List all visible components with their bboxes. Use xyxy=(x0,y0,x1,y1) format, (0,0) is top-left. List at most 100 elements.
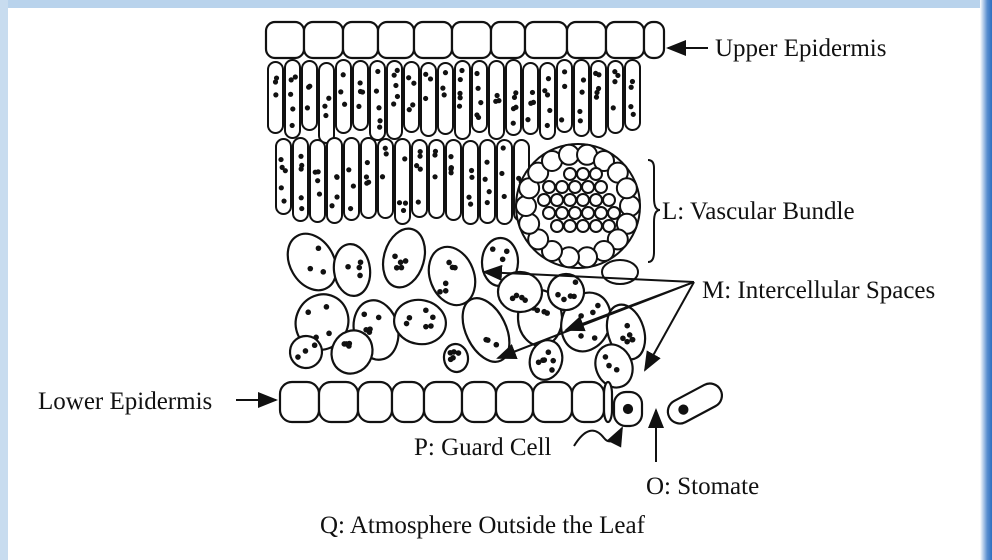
lower-epidermis-cell xyxy=(604,382,612,422)
xylem-cell xyxy=(564,194,576,206)
chloroplast xyxy=(281,198,286,203)
chloroplast xyxy=(474,112,479,117)
chloroplast xyxy=(577,109,582,114)
xylem-cell xyxy=(590,194,602,206)
chloroplast xyxy=(440,86,445,91)
chloroplast xyxy=(546,349,552,355)
chloroplast xyxy=(326,96,331,101)
chloroplast xyxy=(306,85,311,90)
xylem-cell xyxy=(551,194,563,206)
xylem-cell xyxy=(569,181,581,193)
chloroplast xyxy=(298,154,303,159)
chloroplast xyxy=(289,77,294,82)
chloroplast xyxy=(595,303,601,309)
palisade-cell xyxy=(327,138,342,223)
chloroplast xyxy=(469,175,474,180)
xylem-cell xyxy=(590,168,602,180)
xylem-cell xyxy=(595,207,607,219)
chloroplast xyxy=(273,92,278,97)
chloroplast xyxy=(629,85,634,90)
chloroplast xyxy=(581,77,586,82)
intercellular-spaces-label: M: Intercellular Spaces xyxy=(702,278,935,303)
palisade-layer-upper xyxy=(268,60,640,143)
xylem-cell xyxy=(577,168,589,180)
chloroplast xyxy=(458,77,463,82)
palisade-cell xyxy=(497,140,512,224)
chloroplast xyxy=(432,174,437,179)
xylem-cell xyxy=(564,168,576,180)
lower-epidermis-cell xyxy=(392,382,424,422)
chloroplast xyxy=(487,189,492,194)
lower-epidermis-cell xyxy=(572,382,604,422)
chloroplast xyxy=(402,156,407,161)
chloroplast xyxy=(627,332,633,338)
chloroplast xyxy=(290,123,295,128)
xylem-cell xyxy=(556,181,568,193)
chloroplast xyxy=(315,178,320,183)
chloroplast xyxy=(351,183,356,188)
epidermis-cell xyxy=(491,22,525,58)
stomate-label: O: Stomate xyxy=(646,474,759,499)
chloroplast xyxy=(628,104,633,109)
chloroplast xyxy=(307,266,313,272)
lower-epidermis-cell xyxy=(319,382,358,422)
chloroplast xyxy=(323,113,328,118)
bundle-outer-cell xyxy=(602,260,638,284)
chloroplast xyxy=(555,292,561,298)
chloroplast xyxy=(398,260,404,266)
chloroplast xyxy=(547,108,552,113)
chloroplast xyxy=(365,160,370,165)
xylem-cell xyxy=(556,207,568,219)
palisade-cell xyxy=(446,140,461,220)
chloroplast xyxy=(324,304,330,310)
chloroplast xyxy=(542,88,547,93)
chloroplast xyxy=(299,166,304,171)
epidermis-cell xyxy=(304,22,343,58)
chloroplast xyxy=(411,81,416,86)
chloroplast xyxy=(458,95,463,100)
xylem-cell xyxy=(582,181,594,193)
epidermis-cell xyxy=(414,22,452,58)
chloroplast xyxy=(466,195,471,200)
chloroplast xyxy=(423,96,428,101)
chloroplast xyxy=(364,174,369,179)
palisade-cell xyxy=(472,61,487,132)
chloroplast xyxy=(329,203,334,208)
epidermis-cell xyxy=(343,22,378,58)
xylem-cell xyxy=(590,220,602,232)
chloroplast xyxy=(358,259,364,265)
chloroplast xyxy=(549,367,555,373)
chloroplast xyxy=(356,265,362,271)
chloroplast xyxy=(341,341,347,347)
chloroplast xyxy=(377,118,382,123)
chloroplast xyxy=(573,279,579,285)
chloroplast xyxy=(430,314,436,320)
chloroplast xyxy=(290,106,295,111)
chloroplast xyxy=(357,273,363,279)
chloroplast xyxy=(326,331,332,337)
stomate-guard-cells xyxy=(614,379,726,427)
chloroplast xyxy=(448,350,454,356)
chloroplast xyxy=(403,201,408,206)
chloroplast xyxy=(395,94,400,99)
chloroplast xyxy=(592,335,598,341)
xylem-cell xyxy=(543,207,555,219)
chloroplast xyxy=(404,321,410,327)
chloroplast xyxy=(562,84,567,89)
lower-epidermis-cell xyxy=(358,382,392,422)
sheath-cell xyxy=(577,247,597,267)
lower-epidermis-cell xyxy=(280,382,319,422)
chloroplast xyxy=(363,327,369,333)
chloroplast xyxy=(433,149,438,154)
palisade-cell xyxy=(625,60,640,130)
chloroplast xyxy=(452,265,458,271)
chloroplast xyxy=(356,104,361,109)
chloroplast xyxy=(468,202,473,207)
xylem-cell xyxy=(595,181,607,193)
chloroplast xyxy=(418,149,423,154)
lower-epidermis-cell xyxy=(424,382,462,422)
chloroplast xyxy=(544,310,550,316)
lower-epidermis-label: Lower Epidermis xyxy=(38,389,212,414)
epidermis-cell xyxy=(606,22,644,58)
